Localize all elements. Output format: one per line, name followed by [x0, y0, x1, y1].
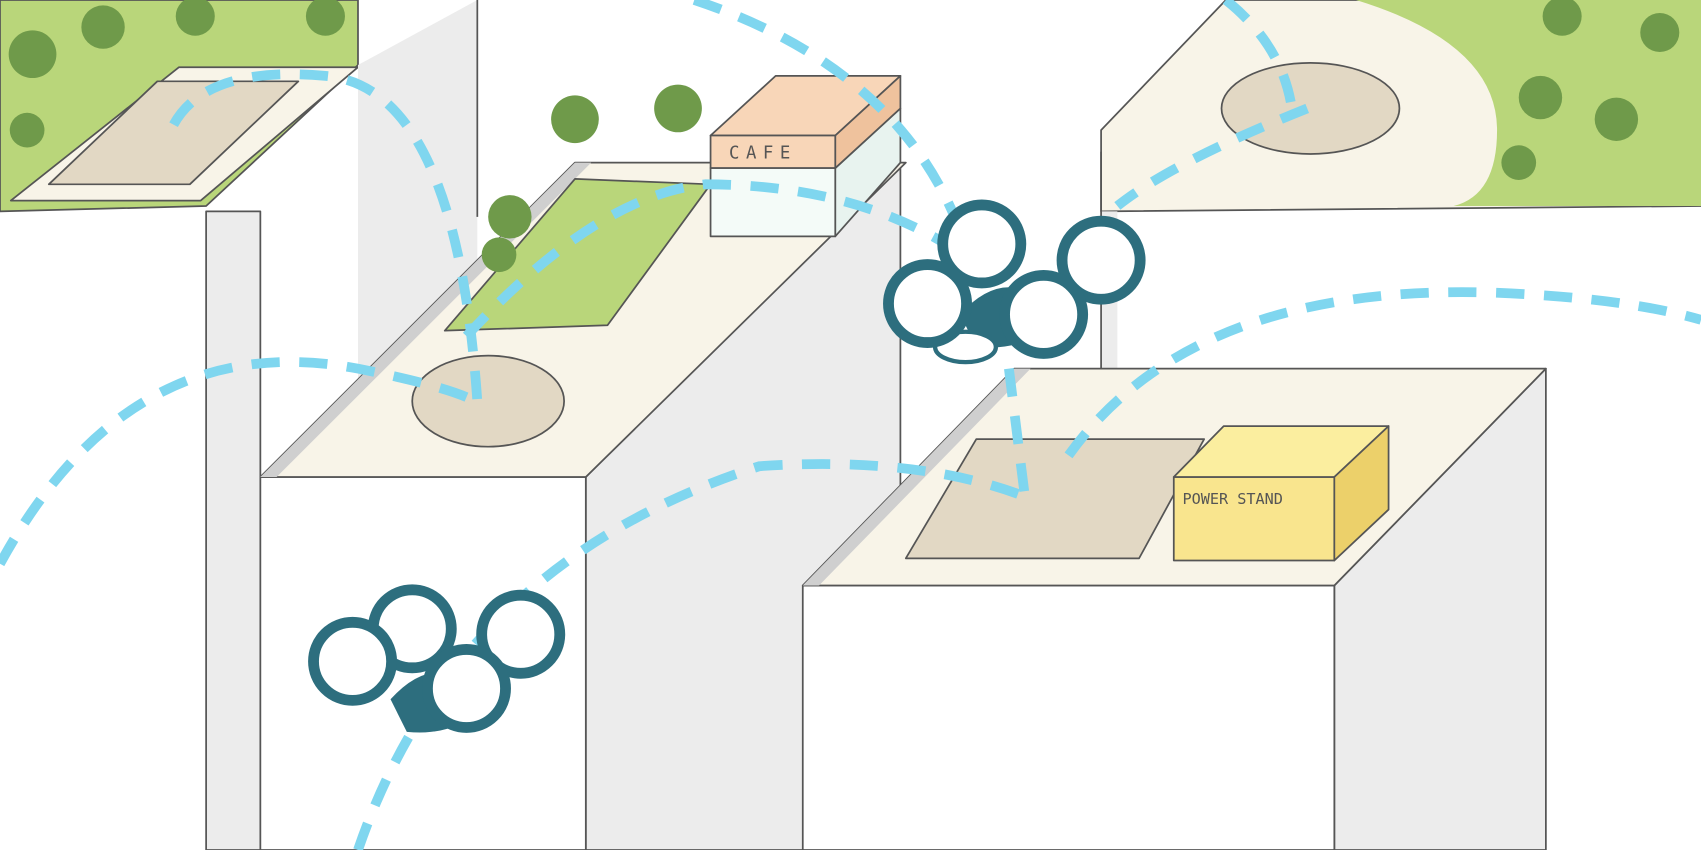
landing-pad: [1220, 62, 1401, 155]
power-stand-label: POWER STAND: [1182, 490, 1283, 508]
cafe-sign: CAFE: [729, 143, 797, 163]
tree-icon: [481, 84, 702, 273]
cafe-building: CAFE: [259, 75, 907, 850]
drone-icon: [308, 584, 566, 733]
power-stand: POWER STAND: [1172, 425, 1390, 562]
tree-icon: [1501, 0, 1680, 180]
top-right-rooftop: [1100, 0, 1701, 369]
tree-icon: [8, 0, 345, 148]
building-left-back: [205, 210, 262, 850]
drone-icon: [883, 199, 1146, 365]
landing-pad: [411, 354, 565, 448]
top-left-garden-rooftop: [0, 0, 359, 213]
power-stand-building: POWER STAND: [801, 367, 1547, 850]
